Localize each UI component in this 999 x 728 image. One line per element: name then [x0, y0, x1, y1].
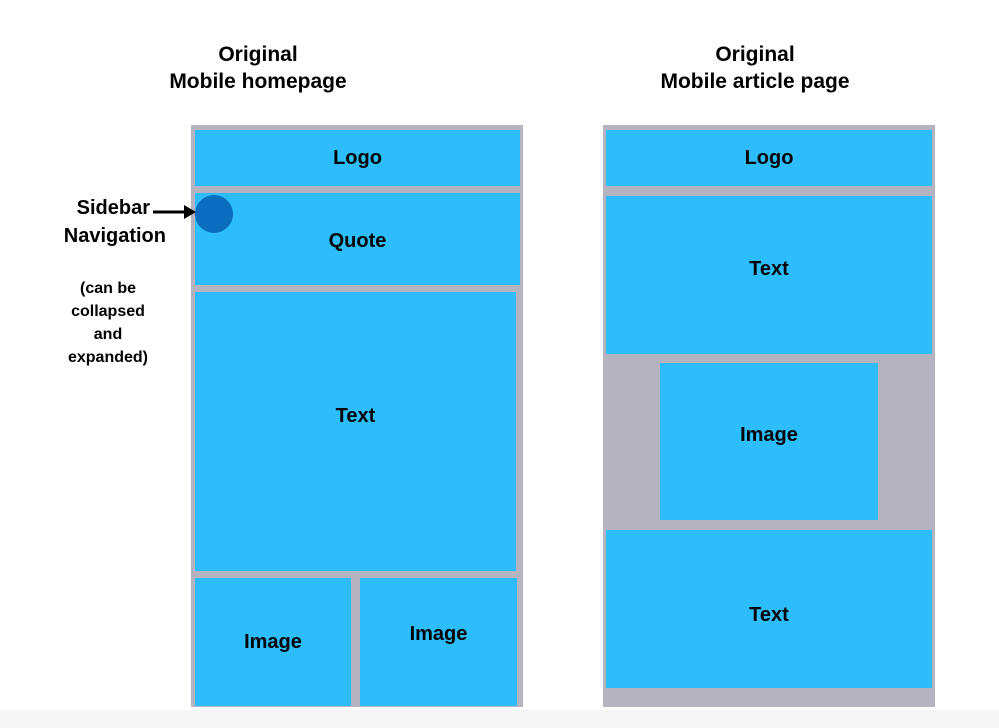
sidebar-label-line2: Navigation: [63, 225, 166, 247]
article-text-top-label: Text: [749, 257, 789, 280]
article-image-label: Image: [740, 424, 798, 446]
arrow-right-icon: [153, 205, 196, 219]
homepage-image-right-label: Image: [409, 622, 468, 645]
article-image-block: Image: [660, 363, 878, 520]
article-logo-block: Logo: [606, 130, 932, 186]
sidebar-note-line2: collapsed: [71, 303, 145, 320]
article-title-line2: Mobile article page: [660, 70, 850, 93]
homepage-text-label: Text: [335, 405, 376, 427]
homepage-image-left-block: Image: [195, 578, 351, 706]
homepage-logo-block: Logo: [195, 130, 520, 186]
sidebar-note: (can be collapsed and expanded): [46, 277, 170, 369]
homepage-quote-label: Quote: [328, 229, 387, 252]
article-text-top-block: Text: [606, 196, 932, 354]
bottom-strip: [0, 710, 999, 728]
homepage-text-block: Text: [195, 292, 516, 571]
homepage-logo-label: Logo: [333, 146, 382, 169]
sidebar-label: Sidebar Navigation: [40, 194, 166, 250]
sidebar-label-line1: Sidebar: [76, 197, 150, 219]
article-logo-label: Logo: [744, 146, 794, 169]
article-title: Original Mobile article page: [640, 41, 870, 95]
sidebar-note-line4: expanded): [67, 349, 148, 366]
sidebar-note-line1: (can be: [79, 280, 136, 297]
article-text-bottom-block: Text: [606, 530, 932, 688]
homepage-image-left-label: Image: [244, 630, 302, 653]
homepage-quote-block: Quote: [195, 193, 520, 285]
article-title-line1: Original: [715, 43, 795, 66]
homepage-title-line1: Original: [218, 43, 298, 66]
homepage-image-right-block: Image: [360, 578, 517, 706]
sidebar-note-line3: and: [93, 326, 123, 343]
sidebar-toggle-icon[interactable]: [195, 195, 233, 233]
article-text-bottom-label: Text: [749, 603, 789, 626]
homepage-title-line2: Mobile homepage: [169, 70, 347, 93]
homepage-title: Original Mobile homepage: [158, 41, 358, 95]
